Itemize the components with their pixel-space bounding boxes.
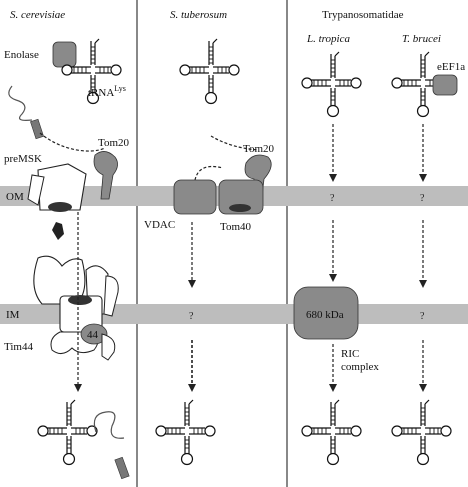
trna-cyto-leish	[301, 51, 362, 118]
msk-chain-matrix	[93, 411, 125, 439]
premsk-dash-path	[39, 132, 106, 152]
arrow-head-leish-3	[329, 384, 337, 392]
tom20-label-yeast: Tom20	[98, 137, 130, 149]
header-s-tuberosum: S. tuberosum	[170, 9, 227, 21]
header-s-cerevisiae: S. cerevisiae	[10, 9, 65, 21]
trna-to-vdac	[194, 165, 224, 181]
premsk-chain	[8, 85, 33, 121]
arrow-head-tbrucei-1	[419, 174, 427, 182]
ric-label-2: complex	[341, 361, 379, 373]
trna-matrix-tbrucei	[391, 399, 452, 466]
msk-matrix-presequence	[114, 456, 130, 480]
question-im-potato: ?	[189, 311, 194, 322]
tim-subunit-c	[101, 333, 116, 361]
question-im-tbrucei: ?	[420, 311, 425, 322]
tom20-yeast	[93, 151, 118, 200]
eef1a-protein	[432, 74, 458, 96]
arrow-head-yeast	[74, 384, 82, 392]
question-om-tbrucei: ?	[420, 193, 425, 204]
trna-matrix-leish	[301, 399, 362, 466]
enolase-protein	[52, 41, 77, 68]
trna-matrix-potato	[155, 399, 216, 466]
trna-to-tom20	[210, 135, 260, 151]
enolase-label: Enolase	[4, 49, 39, 61]
header-t-brucei: T. brucei	[402, 33, 441, 45]
premsk-label: preMSK	[4, 153, 42, 165]
tom-pore-yeast	[48, 202, 72, 212]
eef1a-label: eEF1a	[437, 61, 465, 73]
om-label: OM	[6, 191, 24, 203]
tim44-number: 44	[87, 329, 99, 341]
tom40-label: Tom40	[220, 221, 252, 233]
header-trypanosomatidae: Trypanosomatidae	[322, 9, 404, 21]
tim-subunit-b	[103, 275, 119, 317]
question-om-leish: ?	[330, 193, 335, 204]
tim-pore	[68, 295, 92, 305]
vdac-label: VDAC	[144, 219, 175, 231]
tom-complex-yeast	[37, 163, 87, 211]
ric-complex	[293, 286, 359, 340]
arrow-head-leish-1	[329, 174, 337, 182]
im-label: IM	[6, 309, 20, 321]
vdac-protein	[173, 179, 217, 215]
arrow-head-tbrucei-2	[419, 280, 427, 288]
tom-subunit-yeast	[27, 174, 45, 206]
ric-label-1: RIC	[341, 348, 359, 360]
tom40-pore	[229, 204, 251, 212]
ric-size-label: 680 kDa	[306, 309, 344, 321]
tim44-protein	[80, 323, 108, 345]
header-l-tropica: L. tropica	[306, 33, 350, 45]
tom20-label-potato: Tom20	[243, 143, 275, 155]
tom40-protein	[218, 179, 264, 215]
tim23-complex	[33, 255, 86, 305]
premsk-presequence	[30, 118, 44, 140]
trna-matrix-yeast	[37, 399, 98, 466]
arrow-head-tbrucei-3	[419, 384, 427, 392]
arrow-head-potato-1	[188, 280, 196, 288]
trna-cyto-potato	[179, 38, 240, 105]
arrow-head-leish-2	[329, 274, 337, 282]
trna-lys-label: tRNALys	[88, 84, 126, 99]
arrow-head-potato-2	[188, 384, 196, 392]
translocating-trna	[52, 222, 64, 240]
tim44-label: Tim44	[4, 341, 33, 353]
